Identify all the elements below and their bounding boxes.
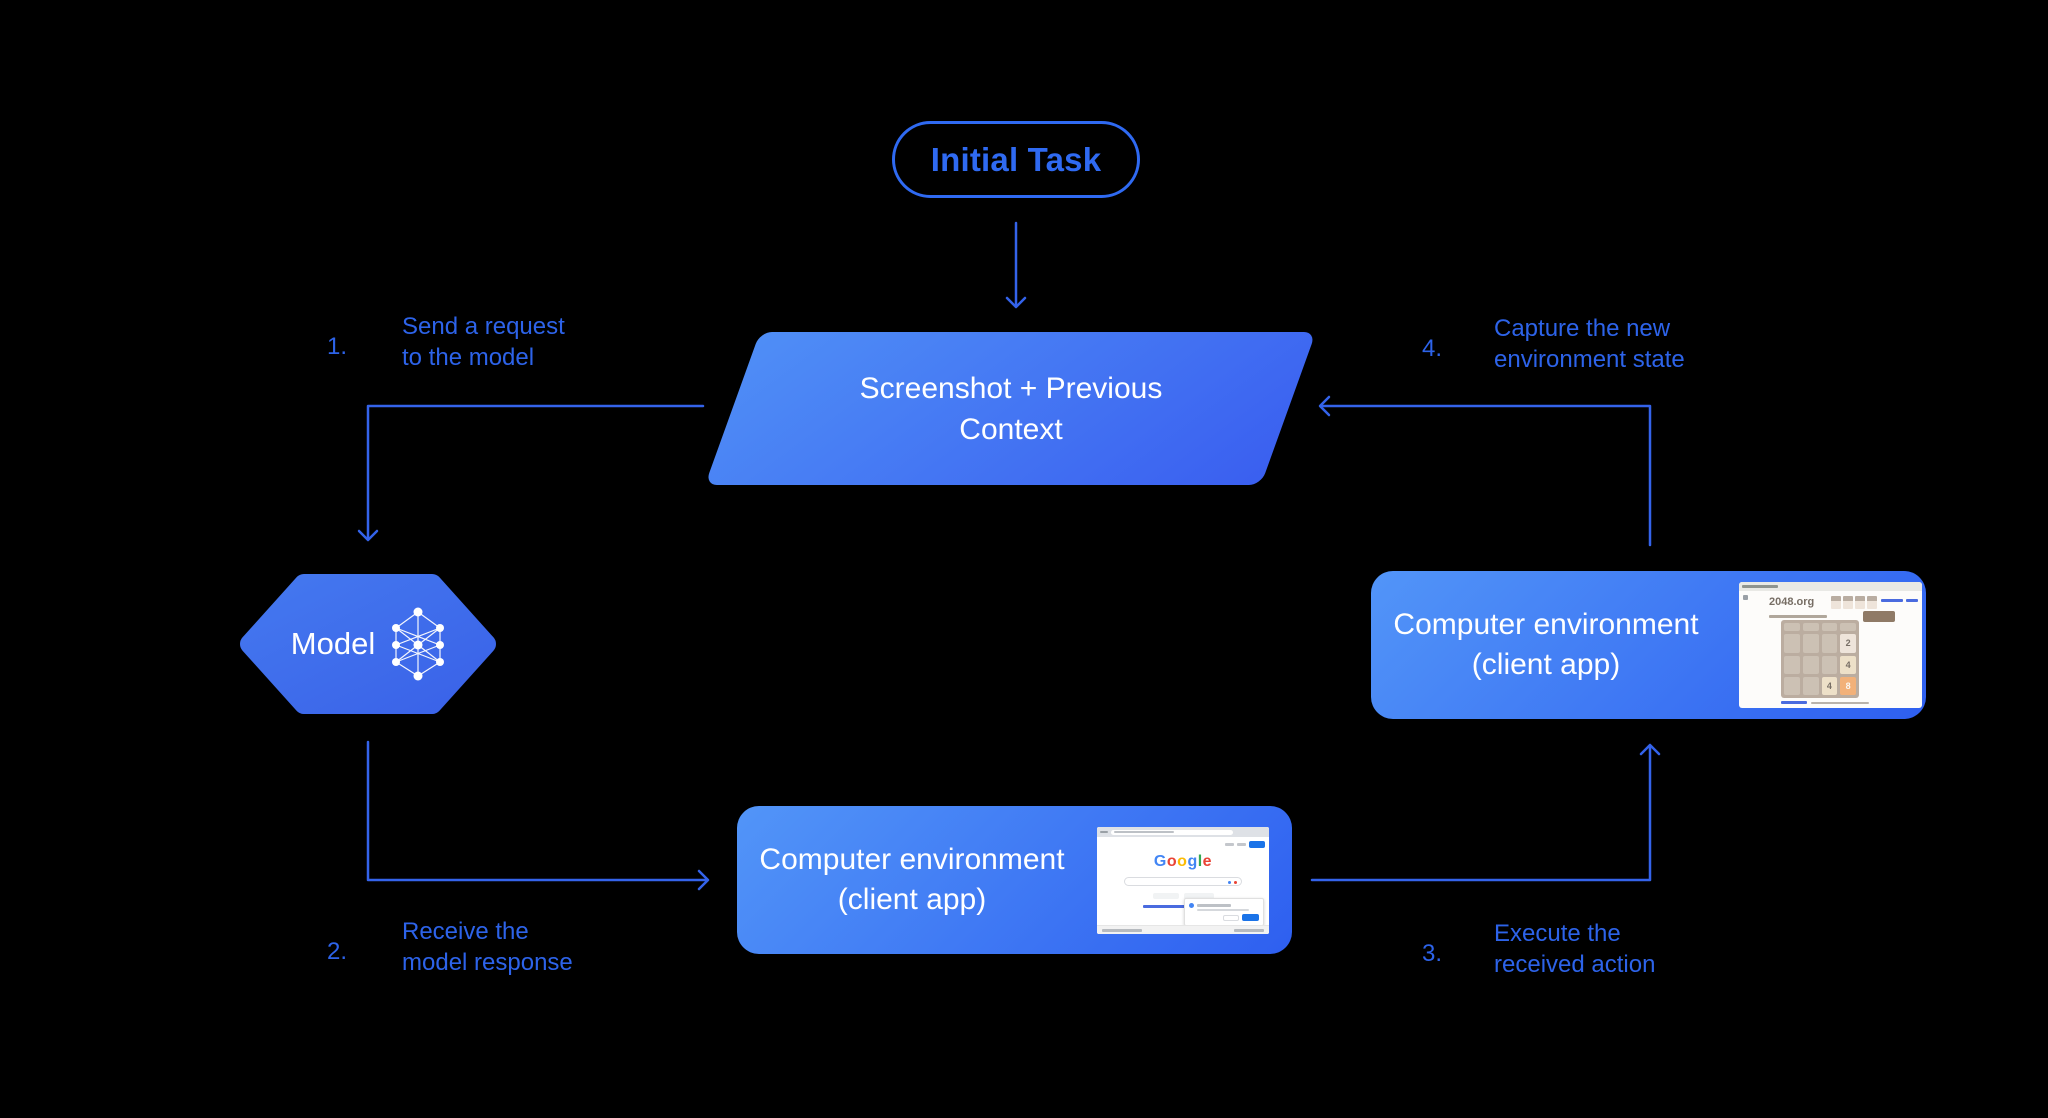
step-2-label: Receive the model response	[402, 918, 573, 976]
arrow-environment-to-environment	[1310, 743, 1661, 882]
mic-icon	[1228, 880, 1231, 884]
step-2-number: 2.	[327, 938, 348, 965]
game-tile: 2	[1840, 634, 1856, 653]
step-3-label: Execute the received action	[1494, 920, 1656, 978]
google-logo: Google	[1153, 853, 1213, 870]
initial-task-label: Initial Task	[930, 140, 1102, 178]
header-links	[1225, 841, 1265, 848]
environment-bottom-label: Computer environment (client app)	[759, 843, 1065, 916]
game-cell	[1802, 676, 1819, 695]
arrow-initialtask-to-context	[1005, 221, 1027, 309]
browser-chrome	[1097, 827, 1269, 837]
browser-titlebar	[1739, 582, 1922, 591]
bottom-link	[1781, 701, 1807, 704]
search-buttons	[1097, 893, 1269, 899]
screenshot-context-label: Screenshot + Previous Context	[859, 371, 1163, 446]
game-tile: 8	[1840, 676, 1856, 695]
lens-icon	[1234, 880, 1237, 884]
game-cell	[1784, 676, 1800, 695]
game-cell	[1784, 655, 1800, 674]
arrow-model-to-environment	[366, 740, 710, 891]
arrow-environment-to-context	[1318, 395, 1652, 547]
top-link	[1906, 599, 1918, 602]
step-4-label: Capture the new environment state	[1494, 315, 1685, 373]
game-cell	[1784, 623, 1800, 632]
screenshot-context-node: Screenshot + Previous Context	[704, 332, 1317, 485]
step-3-number: 3.	[1422, 940, 1443, 967]
arrow-context-to-model	[357, 404, 705, 542]
score-boxes	[1831, 596, 1877, 609]
hexagon-shape	[240, 574, 496, 714]
screenshot-google-home: Google	[1097, 827, 1269, 934]
back-icon	[1743, 595, 1748, 600]
sign-in-button	[1249, 841, 1265, 848]
page-footer	[1097, 925, 1269, 934]
environment-node-bottom: Computer environment (client app) Google	[737, 806, 1292, 954]
game-cell	[1840, 623, 1856, 632]
cookie-secondary-button	[1223, 915, 1239, 921]
game-cell	[1821, 634, 1838, 653]
step-4-number: 4.	[1422, 335, 1443, 362]
bottom-text	[1811, 702, 1869, 704]
google-search-button	[1152, 893, 1179, 899]
game-cell	[1802, 655, 1819, 674]
site-title: 2048.org	[1769, 596, 1815, 608]
game-cell	[1802, 623, 1819, 632]
cookie-dialog	[1184, 898, 1264, 926]
language-links	[1143, 905, 1223, 908]
search-input	[1124, 877, 1242, 886]
environment-right-label: Computer environment (client app)	[1393, 608, 1699, 681]
model-node: Model	[238, 572, 498, 716]
model-label: Model	[290, 626, 376, 661]
game-tile: 4	[1840, 655, 1856, 674]
game-cell	[1821, 655, 1838, 674]
tagline-text	[1769, 615, 1827, 618]
initial-task-node: Initial Task	[892, 121, 1140, 198]
new-game-button	[1863, 611, 1895, 622]
game-tile: 4	[1821, 676, 1838, 695]
top-link	[1881, 599, 1903, 602]
cookie-primary-button	[1242, 914, 1259, 921]
feeling-lucky-button	[1183, 893, 1214, 899]
step-1-number: 1.	[327, 333, 348, 360]
game-cell	[1802, 634, 1819, 653]
game-cell	[1784, 634, 1800, 653]
neural-network-icon	[392, 607, 445, 681]
environment-node-right: Computer environment (client app) 2048.o…	[1371, 571, 1926, 719]
step-1-label: Send a request to the model	[402, 313, 565, 371]
google-g-icon	[1189, 903, 1194, 908]
game-cell	[1821, 623, 1838, 632]
